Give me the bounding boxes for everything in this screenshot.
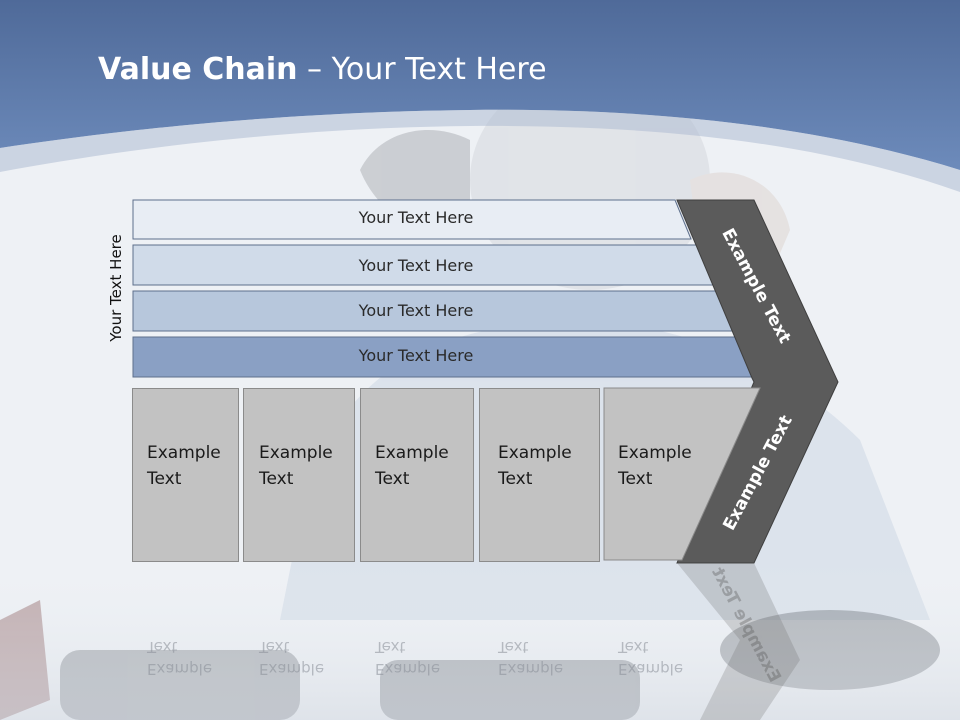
activity-box-2-label: Example Text [259,443,333,489]
slide-title: Value Chain – Your Text Here [98,52,547,87]
activity-box-2-reflection: Example Text [259,638,325,678]
title-rest: – Your Text Here [297,52,547,87]
activity-box-1-label: Example Text [147,443,221,489]
support-bar-2-label: Your Text Here [358,256,474,275]
activity-box-5-label: Example Text [618,443,692,489]
value-chevron [676,199,839,564]
activity-box-2 [243,388,355,562]
activity-box-3 [360,388,474,562]
activity-box-1-reflection: Example Text [147,638,213,678]
activity-box-4-label: Example Text [498,443,572,489]
activity-box-5-reflection: Example Text [618,638,684,678]
activity-box-3-reflection: Example Text [375,638,441,678]
activity-box-1 [132,388,239,562]
activity-box-3-label: Example Text [375,443,449,489]
support-bar-1-label: Your Text Here [358,208,474,227]
activity-box-4-reflection: Example Text [498,638,564,678]
support-bar-1 [132,199,692,240]
value-chevron-reflection [677,563,800,720]
support-bar-3-label: Your Text Here [358,301,474,320]
activity-box-4 [479,388,600,562]
title-bold: Value Chain [98,52,298,87]
support-bar-4-label: Your Text Here [358,346,474,365]
